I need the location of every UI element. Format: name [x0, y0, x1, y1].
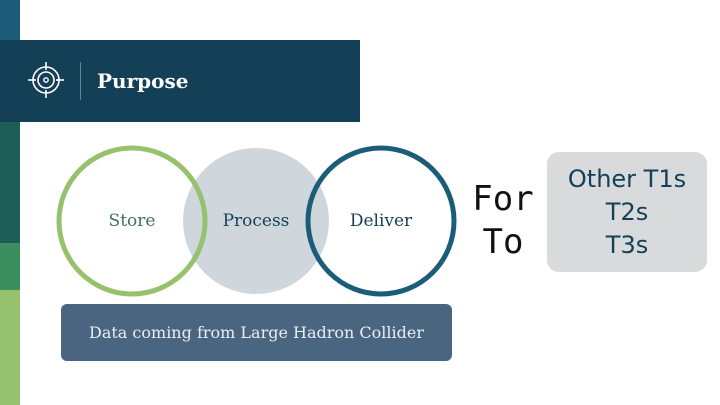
connector-to: To	[482, 222, 524, 262]
header-bar: Purpose	[0, 40, 360, 122]
target-icon	[28, 62, 64, 98]
header-divider	[80, 62, 81, 100]
side-stripe-light-green	[0, 290, 20, 405]
page-title: Purpose	[97, 69, 189, 93]
side-stripe-top	[0, 0, 20, 40]
for-to-connector: For To	[470, 178, 536, 264]
process-label: Process	[222, 211, 290, 231]
deliver-label: Deliver	[349, 211, 413, 231]
data-source-text: Data coming from Large Hadron Collider	[89, 323, 424, 342]
targets-box: Other T1s T2s T3s	[547, 152, 707, 272]
target-item-t2s: T2s	[605, 197, 649, 226]
store-label: Store	[108, 211, 156, 231]
data-source-box: Data coming from Large Hadron Collider	[61, 304, 452, 361]
side-stripe-dark-green	[0, 122, 20, 243]
target-item-t3s: T3s	[605, 230, 649, 259]
side-stripe-green	[0, 243, 20, 290]
connector-for: For	[472, 179, 534, 219]
target-item-other-t1s: Other T1s	[567, 164, 687, 193]
